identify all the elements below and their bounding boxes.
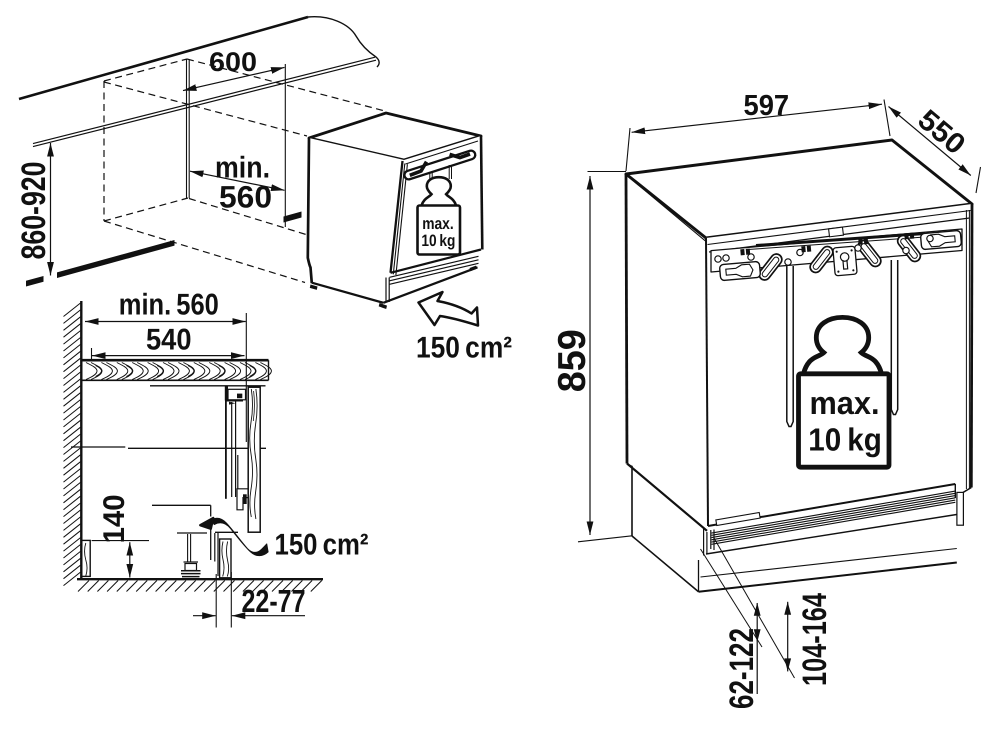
svg-text:560: 560 [219,180,272,215]
svg-text:104-164: 104-164 [796,593,834,686]
svg-text:62-122: 62-122 [723,628,761,709]
svg-text:140: 140 [98,494,131,543]
svg-text:860-920: 860-920 [15,162,53,260]
svg-text:10 kg: 10 kg [421,232,455,250]
svg-text:859: 859 [551,329,594,392]
svg-text:600: 600 [209,47,257,77]
svg-text:22-77: 22-77 [242,583,306,619]
svg-text:150 cm²: 150 cm² [416,332,512,365]
svg-text:min. 560: min. 560 [119,288,219,321]
svg-text:min.: min. [215,152,270,185]
svg-text:max.: max. [422,215,454,233]
svg-text:540: 540 [146,323,192,356]
svg-text:10 kg: 10 kg [808,422,882,458]
svg-text:597: 597 [744,90,790,122]
svg-text:150 cm²: 150 cm² [275,529,369,562]
svg-text:max.: max. [810,385,880,421]
